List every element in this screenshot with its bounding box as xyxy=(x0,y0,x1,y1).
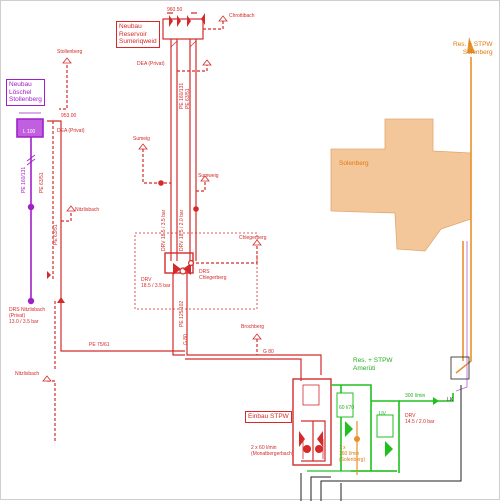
neubau-reservoir-line3: Sumeriqweid xyxy=(119,38,157,45)
brochberg-label: Brochberg xyxy=(241,324,265,330)
drv-v2-label: DRV 18.5 / 2.0 bar xyxy=(179,209,185,251)
nitzlisbach-label: Nitzlisbach xyxy=(75,207,100,213)
pump-solo-label: 1 x 160 l/min (Solenberg) xyxy=(339,445,365,463)
drs-chlegerberg-line1: DRS xyxy=(199,269,210,275)
level-top-label: 960.50 xyxy=(167,7,183,13)
solenberg-area-label: Solenberg xyxy=(339,160,369,167)
uv-label: UV xyxy=(379,411,386,417)
pumps-line2: (Monatbergerbach) xyxy=(251,451,294,457)
nitzlisbach-low-label: Nitzlisbach xyxy=(15,371,40,377)
solenberg-res-line1: Res. + STPW xyxy=(453,41,493,48)
tank-label: L 100 xyxy=(23,129,36,135)
pe-left2-label: PE 63/51 xyxy=(39,172,45,193)
amerueti-res-line2: Amerüti xyxy=(353,364,376,372)
pe-top2-label: PE 63/51 xyxy=(185,88,191,109)
neubau-loeschel-line2: Löschel xyxy=(9,88,32,96)
amerueti-res-line1: Res. + STPW xyxy=(353,357,393,364)
neubau-reservoir-line2: Reservoir xyxy=(119,30,147,38)
pump-solo-line1: 1 x xyxy=(339,445,346,451)
sumweig-label: Sumweig xyxy=(198,173,219,179)
g80-b-label: G 80 xyxy=(183,334,189,345)
pump-solo-line3: (Solenberg) xyxy=(339,457,366,463)
solenberg-res-line2: Solenberg xyxy=(462,48,493,56)
neubau-reservoir-line1: Neubau xyxy=(119,23,142,30)
purple-line xyxy=(16,112,44,305)
pe-left3-label: PE 63/51 xyxy=(53,224,59,245)
einbau-stpw-label: Einbau STPW xyxy=(245,411,292,423)
dea-privat-top-label: DEA (Privat) xyxy=(137,61,165,67)
drv-main-label: DRV 18.5 / 3.5 bar xyxy=(141,277,170,289)
drv-main-line2: 18.5 / 3.5 bar xyxy=(141,283,171,289)
amerueti-res-label: Res. + STPW Amerüti xyxy=(353,357,393,372)
pe-bottom-label: PE 75/61 xyxy=(89,342,110,348)
neubau-loeschel-label: Neubau Löschel Stollenberg xyxy=(6,79,45,106)
pe-left1-label: PE 160/131 xyxy=(21,166,27,193)
drv-right-line2: 14.5 / 2.0 bar xyxy=(405,419,435,425)
drv-right-line1: DRV xyxy=(405,413,416,419)
lk-label: LK xyxy=(447,397,454,403)
pe-mid-label: PE 125/102 xyxy=(179,300,185,327)
v20-label: 60 l/70 xyxy=(339,405,355,411)
solenberg-res-label: Res. + STPW Solenberg xyxy=(453,41,493,56)
red-network xyxy=(47,12,332,466)
pumps-line1: 2 x 60 l/min xyxy=(251,445,277,451)
pumps-label: 2 x 60 l/min (Monatbergerbach) xyxy=(251,445,294,457)
sumeig-label: Sumeig xyxy=(133,136,150,142)
drs-chlegerberg-label: DRS Chlegerberg xyxy=(199,269,227,281)
neubau-reservoir-label: Neubau Reservoir Sumeriqweid xyxy=(116,21,160,48)
valve-markers xyxy=(47,13,205,303)
drs-chlegerberg-line2: Chlegerberg xyxy=(199,275,227,281)
purple-thin-line xyxy=(455,241,468,392)
chrottibach-label: Chrottibach xyxy=(229,13,255,19)
drv-right-label: DRV 14.5 / 2.0 bar xyxy=(405,413,434,425)
hydrant-icons xyxy=(42,15,262,382)
dea-privat-label: DEA (Privat) xyxy=(57,128,85,134)
drs-nitzlisbach-line1: DRS Nitzlisbach xyxy=(9,307,46,313)
drs-nitzlisbach-label: DRS Nitzlisbach (Privat) 13.0 / 3.5 bar xyxy=(9,307,45,325)
orange-line xyxy=(455,37,475,374)
pump-solo-line2: 160 l/min xyxy=(339,451,360,457)
neubau-loeschel-line1: Neubau xyxy=(9,81,32,88)
stollenberg-label: Stollenberg xyxy=(57,49,83,55)
neubau-loeschel-line3: Stollenberg xyxy=(9,96,42,103)
flow300-label: 300 l/min xyxy=(405,393,426,399)
black-lines xyxy=(300,356,470,501)
drv-v1-label: DRV 18.5 / 3.5 bar xyxy=(161,209,167,251)
green-network xyxy=(307,384,454,473)
chlegerberg-label: Chlegerberg xyxy=(239,235,267,241)
drv-main-line1: DRV xyxy=(141,277,152,283)
g80-label: G 80 xyxy=(263,349,274,355)
solenberg-area xyxy=(330,118,472,252)
drs-nitzlisbach-line2: (Privat) xyxy=(9,313,26,319)
drs-nitzlisbach-line3: 13.0 / 3.5 bar xyxy=(9,319,39,325)
level-mid-label: 953.00 xyxy=(61,113,77,119)
